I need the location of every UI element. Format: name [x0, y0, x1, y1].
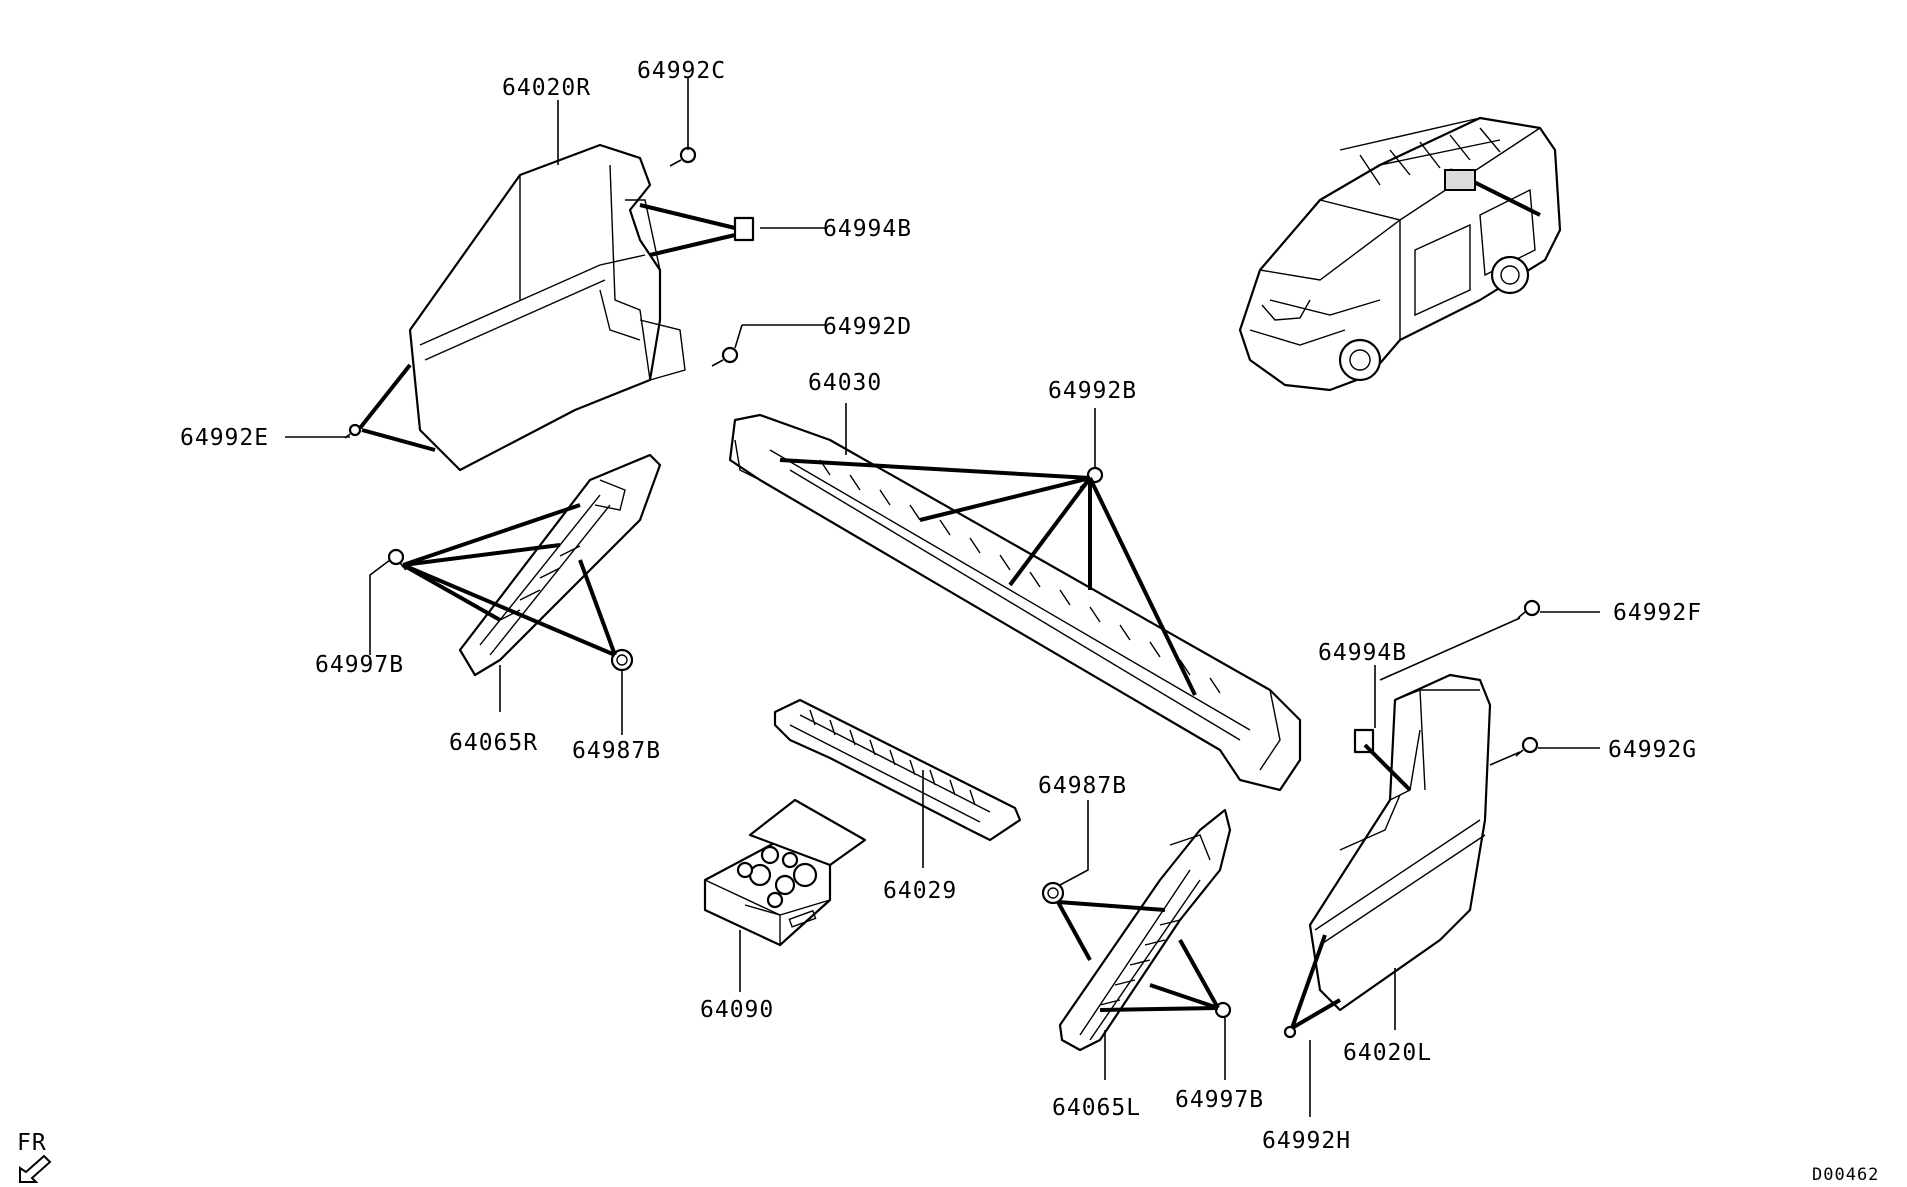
front-orientation-label: FR	[17, 1130, 47, 1156]
part-64029	[773, 698, 1022, 842]
part-64065R	[458, 453, 662, 677]
diagram-reference-code: D00462	[1812, 1165, 1879, 1185]
label-64992F: 64992F	[1613, 600, 1702, 626]
leader-lines	[285, 78, 1600, 1117]
van-illustration	[1238, 116, 1562, 392]
assembly-arrows	[358, 203, 1412, 1030]
label-64030: 64030	[808, 370, 882, 396]
label-64987B-right: 64987B	[1038, 773, 1127, 799]
part-64030	[728, 413, 1302, 792]
label-64090: 64090	[700, 997, 774, 1023]
label-64065R: 64065R	[449, 730, 538, 756]
label-64992E: 64992E	[180, 425, 269, 451]
label-64020R: 64020R	[502, 75, 591, 101]
part-64020L	[1308, 673, 1492, 1012]
label-64992H: 64992H	[1262, 1128, 1351, 1154]
front-orientation-indicator: FR	[17, 1130, 52, 1183]
label-64029: 64029	[883, 878, 957, 904]
label-64994B-right: 64994B	[1318, 640, 1407, 666]
label-64992B: 64992B	[1048, 378, 1137, 404]
label-64065L: 64065L	[1052, 1095, 1141, 1121]
label-64992G: 64992G	[1608, 737, 1697, 763]
label-64992C: 64992C	[637, 58, 726, 84]
label-64997B-right: 64997B	[1175, 1087, 1264, 1113]
label-64987B-left: 64987B	[572, 738, 661, 764]
label-64997B-left: 64997B	[315, 652, 404, 678]
part-64090	[703, 798, 867, 947]
front-arrow-icon	[19, 1154, 52, 1183]
label-64992D: 64992D	[823, 314, 912, 340]
part-64065L	[1058, 808, 1232, 1052]
part-labels: 64020R 64992C 64994B 64992D 64992E 64030…	[180, 58, 1702, 1154]
part-64020R	[408, 143, 686, 472]
label-64020L: 64020L	[1343, 1040, 1432, 1066]
label-64994B-top: 64994B	[823, 216, 912, 242]
